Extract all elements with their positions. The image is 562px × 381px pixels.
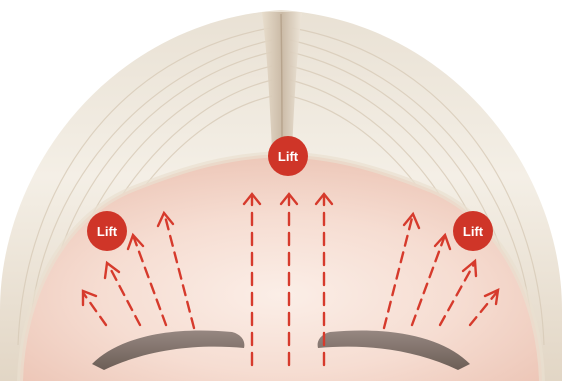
lift-label-right: Lift [463,224,484,239]
lift-badge-right: Lift [453,211,493,251]
lift-badge-center: Lift [268,136,308,176]
lift-label-left: Lift [97,224,118,239]
lift-badge-left: Lift [87,211,127,251]
lift-label-center: Lift [278,149,299,164]
